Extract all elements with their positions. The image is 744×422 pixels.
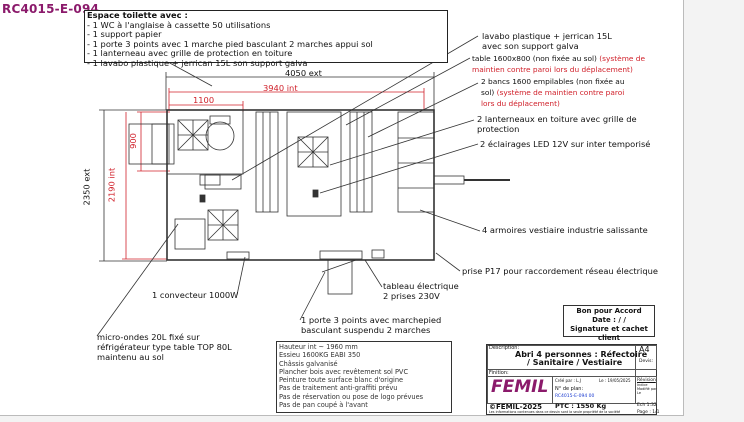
dim-toilet-length: 1100	[193, 95, 215, 105]
description-line-2: / Sanitaire / Vestiaire	[527, 358, 623, 367]
note-item: - 1 lavabo plastique + jerrican 15L son …	[87, 57, 308, 68]
approval-signature: Signature et cachet client	[570, 325, 648, 342]
spec-box: Hauteur int ~ 1960 mm Essieu 1600KG EABI…	[276, 341, 452, 413]
label-lavabo: lavabo plastique + jerrican 15L	[482, 31, 612, 41]
label-micro-ondes-3: maintenu au sol	[97, 352, 164, 362]
label-bancs-text: sol)	[481, 88, 495, 97]
spec-line: Pas de réservation ou pose de logo prévu…	[279, 392, 424, 401]
spec-line: Essieu 1600KG EABI 350	[279, 351, 361, 360]
label-bancs-3: lors du déplacement)	[481, 99, 560, 108]
devis-label: Devis:	[639, 359, 654, 364]
revision-line: Modifié par	[637, 387, 657, 391]
label-lanterneaux: 2 lanterneaux en toiture avec grille de	[477, 114, 637, 124]
label-armoires: 4 armoires vestiaire industrie salissant…	[482, 225, 648, 235]
dim-ext-width: 2350 ext	[81, 168, 92, 206]
approval-title: Bon pour Accord	[576, 307, 642, 315]
created-date: Le : 19/05/2025	[599, 378, 631, 383]
ptc-weight: PTC : 1550 Kg	[555, 402, 607, 410]
spec-line: Hauteur int ~ 1960 mm	[279, 343, 358, 351]
note-item: - 1 support papier	[87, 29, 162, 40]
label-tableau-2: 2 prises 230V	[383, 291, 440, 301]
dim-ext-length: 4050 ext	[285, 68, 322, 78]
approval-date: Date : / /	[592, 316, 626, 324]
spec-line: Plancher bois avec revêtement sol PVC	[279, 367, 409, 376]
spec-line: Pas de traitement anti-graffiti prévu	[279, 384, 398, 393]
scale: Ech 1:32	[637, 403, 657, 408]
toilet-notes-box: Espace toilette avec : - 1 WC à l'anglai…	[84, 10, 448, 68]
drawing-reference: RC4015-E-094	[2, 2, 100, 16]
label-table-2: maintien contre paroi lors du déplacemen…	[472, 65, 633, 74]
label-table-text: table 1600x800 (non fixée au sol)	[472, 54, 597, 63]
title-block: Description: Abri 4 personnes : Réfectoi…	[486, 344, 660, 415]
label-table-red: (système de	[596, 54, 646, 63]
revision-line: Indice	[637, 383, 648, 387]
dim-toilet-width: 900	[127, 133, 138, 149]
note-item: - 1 porte 3 points avec 1 marche pied ba…	[87, 38, 373, 49]
dim-int-width: 2190 int	[106, 167, 117, 203]
drawing-sheet	[0, 0, 684, 416]
spec-line: Pas de pan coupé à l'avant	[279, 401, 368, 410]
label-table: table 1600x800 (non fixée au sol) (systè…	[472, 54, 645, 64]
label-lanterneaux-2: protection	[477, 124, 520, 134]
approval-box: Bon pour Accord Date : / / Signature et …	[563, 305, 655, 342]
plan-number-label: N° de plan:	[555, 386, 584, 392]
label-porte-2: basculant suspendu 2 marches	[301, 325, 431, 335]
spec-line: Châssis galvanisé	[279, 359, 338, 368]
dim-int-length: 3940 int	[263, 83, 298, 93]
copyright: ©FEMIL-2025	[489, 403, 542, 411]
paper-format: A4	[639, 345, 650, 354]
revision-label: Révision	[637, 378, 656, 383]
revision-line: Le	[637, 391, 642, 395]
plan-number: RC4015-E-094 00	[555, 394, 595, 399]
label-convecteur: 1 convecteur 1000W	[152, 290, 239, 300]
created-by: Créé par : L.J	[555, 378, 581, 383]
page-number: Page : 1/1	[637, 410, 660, 415]
label-bancs: 2 bancs 1600 empilables (non fixée au	[481, 77, 625, 86]
finition-label: Finition:	[489, 370, 509, 376]
note-item: - 1 WC à l'anglaise à cassette 50 utilis…	[87, 19, 271, 30]
label-eclairages: 2 éclairages LED 12V sur inter temporisé	[480, 139, 651, 149]
label-micro-ondes-2: réfrigérateur type table TOP 80L	[97, 342, 232, 352]
femil-logo: FEMIL	[491, 377, 549, 397]
label-lavabo-2: avec son support galva	[482, 41, 579, 51]
description-label: Description:	[489, 345, 520, 351]
note-item: - 1 lanterneau avec grille de protection…	[87, 48, 293, 59]
label-micro-ondes: micro-ondes 20L fixé sur	[97, 332, 200, 342]
label-bancs-red: (système de maintien contre paroi	[494, 88, 625, 97]
note-title: Espace toilette avec :	[87, 10, 188, 20]
disclaimer: Les informations contenues dans ce dessi…	[489, 410, 621, 414]
label-tableau: tableau électrique	[383, 281, 459, 291]
label-porte: 1 porte 3 points avec marchepied	[301, 315, 442, 325]
spec-line: Peinture toute surface blanc d'origine	[279, 376, 404, 385]
description-line-1: Abri 4 personnes : Réfectoire	[515, 350, 648, 359]
label-prise: prise P17 pour raccordement réseau élect…	[462, 266, 658, 276]
label-bancs-2: sol) (système de maintien contre paroi	[481, 88, 624, 98]
